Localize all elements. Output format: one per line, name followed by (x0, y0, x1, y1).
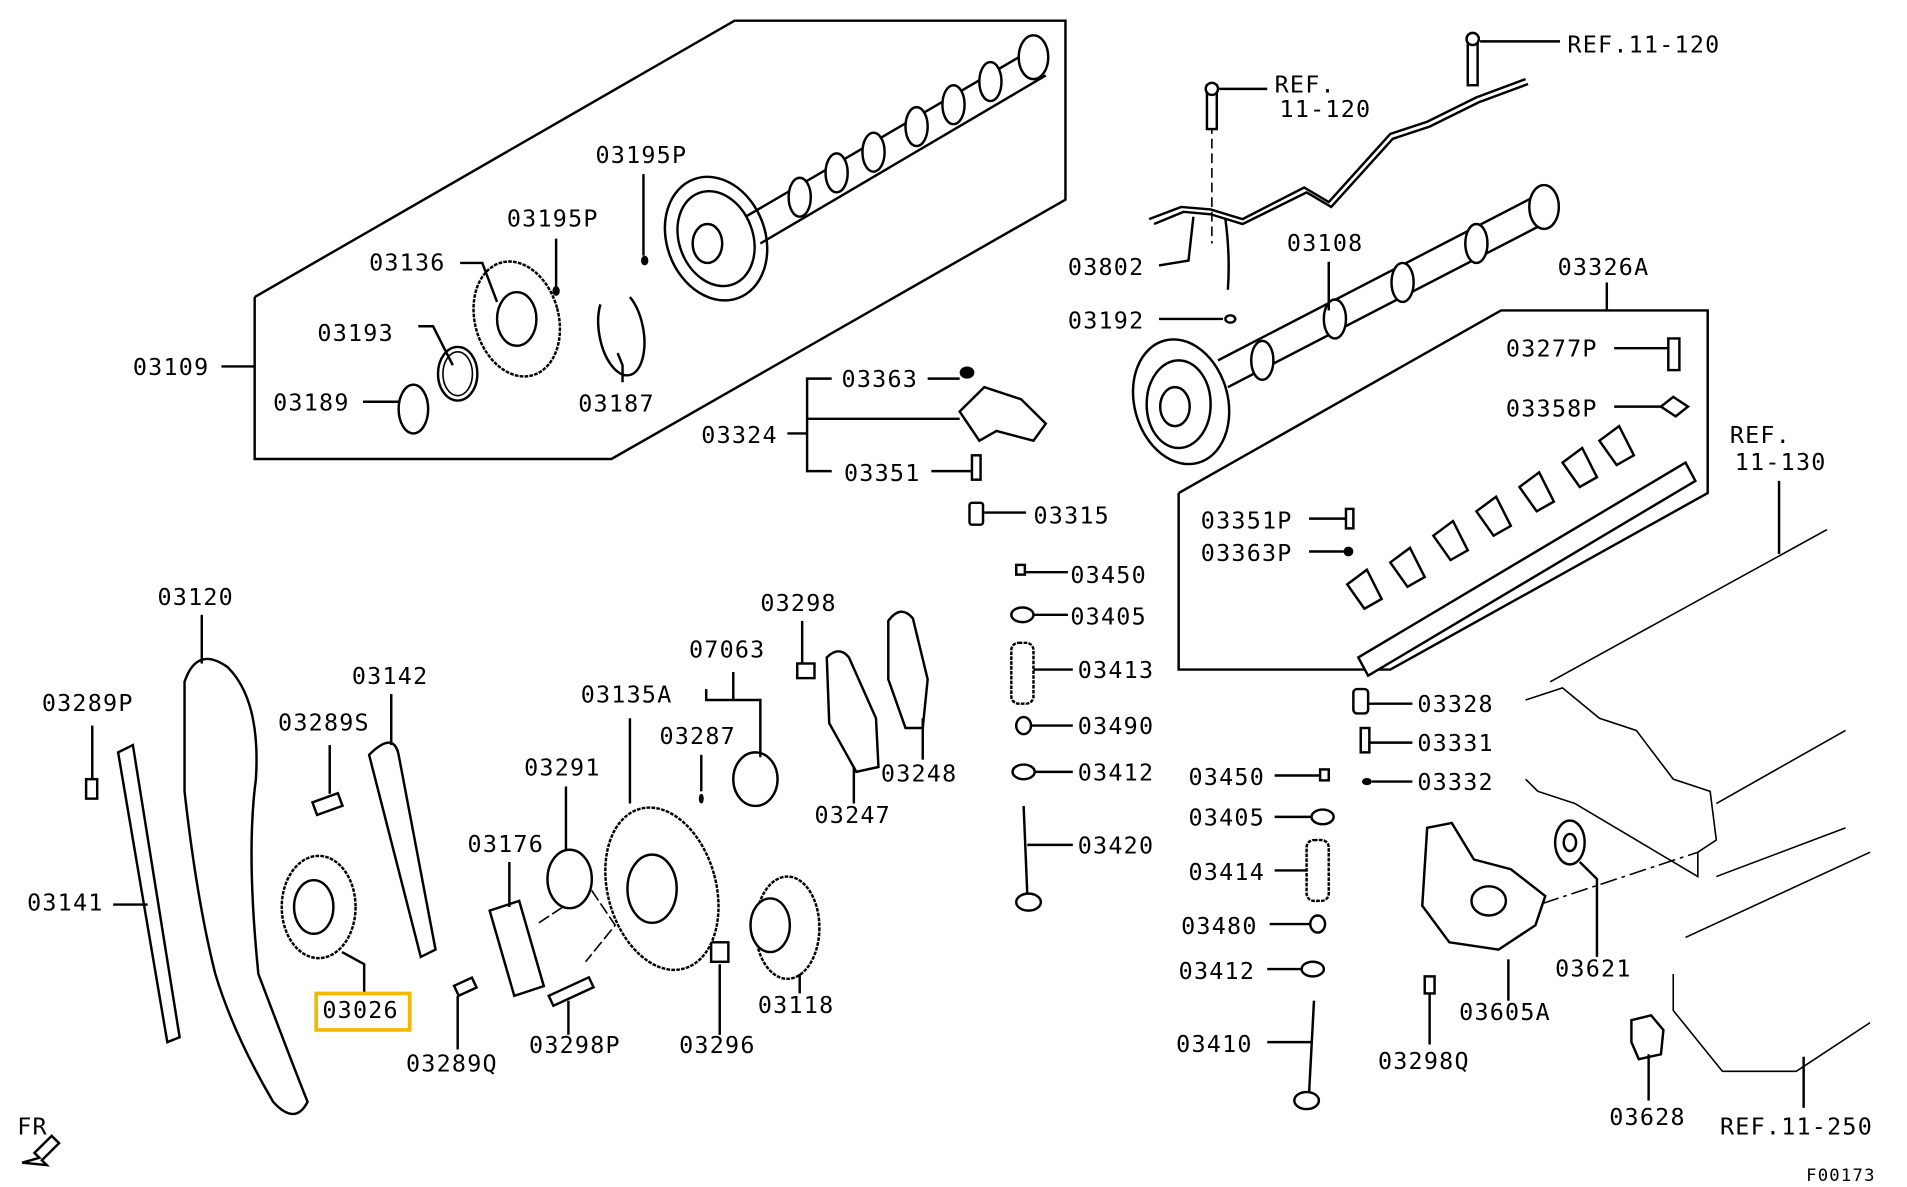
part-label-03296[interactable]: 03296 (679, 1032, 756, 1059)
part-label-03135A[interactable]: 03135A (581, 682, 673, 709)
highlight-box-03026 (314, 991, 412, 1032)
part-labels: 03109 03189 03193 03136 03195P 03195P 03187 033… (27, 142, 1686, 1131)
part-label-03195P-b[interactable]: 03195P (595, 142, 687, 169)
ref-label-11-130-line2[interactable]: 11-130 (1735, 449, 1827, 476)
part-label-03142[interactable]: 03142 (352, 663, 429, 690)
bolts-middle (452, 941, 730, 1050)
part-label-03351[interactable]: 03351 (844, 460, 921, 487)
part-label-03450-a[interactable]: 03450 (1070, 562, 1147, 589)
part-label-03277P[interactable]: 03277P (1506, 336, 1598, 363)
part-label-03187[interactable]: 03187 (578, 391, 655, 418)
figure-id: F00173 (1806, 1166, 1876, 1186)
part-label-03298P[interactable]: 03298P (529, 1032, 621, 1059)
part-label-03189[interactable]: 03189 (273, 389, 350, 416)
part-label-03248[interactable]: 03248 (881, 761, 958, 788)
part-label-03324[interactable]: 03324 (701, 422, 778, 449)
bolts-left (84, 725, 345, 817)
part-label-03118[interactable]: 03118 (758, 992, 835, 1019)
tensioner-lever (367, 693, 437, 959)
part-label-03328[interactable]: 03328 (1417, 691, 1494, 718)
part-label-03289S[interactable]: 03289S (278, 710, 370, 737)
part-label-03026[interactable]: 03026 (322, 997, 399, 1024)
valve-parts-exhaust (1267, 768, 1335, 1111)
idler-shaft (698, 672, 779, 808)
circlip (397, 383, 430, 435)
part-label-03315[interactable]: 03315 (1033, 503, 1110, 530)
part-label-03109[interactable]: 03109 (133, 354, 210, 381)
part-label-03490[interactable]: 03490 (1078, 713, 1155, 740)
part-label-03287[interactable]: 03287 (659, 723, 736, 750)
part-label-03291[interactable]: 03291 (524, 755, 601, 782)
ref-label-11-120-a-line1[interactable]: REF. (1275, 72, 1336, 99)
part-label-03628[interactable]: 03628 (1609, 1104, 1686, 1131)
part-label-03141[interactable]: 03141 (27, 890, 104, 917)
thrust-ring (436, 345, 479, 402)
chain-tensioner (488, 861, 617, 998)
part-label-03193[interactable]: 03193 (317, 320, 394, 347)
part-label-03802[interactable]: 03802 (1068, 254, 1145, 281)
part-label-03136[interactable]: 03136 (369, 249, 446, 276)
part-label-03247[interactable]: 03247 (814, 802, 891, 829)
part-label-03289P[interactable]: 03289P (42, 690, 134, 717)
part-label-03413[interactable]: 03413 (1078, 657, 1155, 684)
part-label-03331[interactable]: 03331 (1417, 730, 1494, 757)
part-label-03363P[interactable]: 03363P (1201, 540, 1293, 567)
part-label-03108[interactable]: 03108 (1287, 230, 1364, 257)
dowel-pins (552, 255, 649, 296)
part-label-03412-b[interactable]: 03412 (1179, 958, 1256, 985)
part-label-07063[interactable]: 07063 (689, 637, 766, 664)
oil-pipe (1148, 31, 1561, 324)
part-label-03332[interactable]: 03332 (1417, 769, 1494, 796)
chain-guide (113, 743, 181, 1044)
part-label-03176[interactable]: 03176 (468, 831, 545, 858)
part-label-03192[interactable]: 03192 (1068, 308, 1145, 335)
part-label-03405-a[interactable]: 03405 (1070, 604, 1147, 631)
part-label-03410[interactable]: 03410 (1176, 1031, 1253, 1058)
ref-label-11-130-line1[interactable]: REF. (1730, 422, 1791, 449)
idler-gear (604, 718, 720, 972)
part-label-03120[interactable]: 03120 (157, 584, 234, 611)
oil-pump (1420, 819, 1665, 1101)
rocker-shaft-box (1177, 282, 1709, 678)
front-direction-label: FR (17, 1114, 48, 1141)
intake-camshaft (1131, 183, 1561, 466)
ref-label-11-120-a-line2[interactable]: 11-120 (1280, 96, 1372, 123)
ref-label-11-120-b[interactable]: REF.11-120 (1567, 31, 1720, 58)
snap-ring (596, 296, 646, 377)
part-label-03298[interactable]: 03298 (760, 590, 837, 617)
front-direction-arrow (21, 1134, 61, 1167)
part-label-03480[interactable]: 03480 (1181, 913, 1258, 940)
leader-lines-upper-left (362, 174, 645, 403)
tensioner-plate (546, 786, 594, 910)
part-label-03450-b[interactable]: 03450 (1188, 764, 1265, 791)
part-label-03363[interactable]: 03363 (842, 366, 919, 393)
rocker-arm-set (787, 366, 1048, 526)
part-label-03405-b[interactable]: 03405 (1188, 805, 1265, 832)
part-label-03298Q[interactable]: 03298Q (1378, 1048, 1470, 1075)
part-label-03605A[interactable]: 03605A (1459, 999, 1551, 1026)
part-label-03351P[interactable]: 03351P (1201, 507, 1293, 534)
part-label-03414[interactable]: 03414 (1188, 859, 1265, 886)
part-label-03621[interactable]: 03621 (1555, 955, 1632, 982)
part-label-03358P[interactable]: 03358P (1506, 395, 1598, 422)
gaskets (796, 610, 929, 804)
timing-chain (183, 614, 309, 1116)
crank-sprocket (280, 854, 366, 993)
camshaft-assembly-box (221, 19, 1067, 461)
exhaust-camshaft (663, 34, 1050, 302)
part-label-03412-a[interactable]: 03412 (1078, 759, 1155, 786)
part-label-03289Q[interactable]: 03289Q (406, 1050, 498, 1077)
part-label-03420[interactable]: 03420 (1078, 833, 1155, 860)
valve-parts-intake (1010, 563, 1073, 912)
lash-adjuster-parts (1352, 687, 1413, 786)
ref-label-11-250[interactable]: REF.11-250 (1720, 1114, 1873, 1141)
part-label-03195P-a[interactable]: 03195P (507, 206, 599, 233)
part-label-03326A[interactable]: 03326A (1558, 254, 1650, 281)
balancer-gear (749, 875, 821, 994)
cam-sprocket-gear (472, 260, 562, 378)
